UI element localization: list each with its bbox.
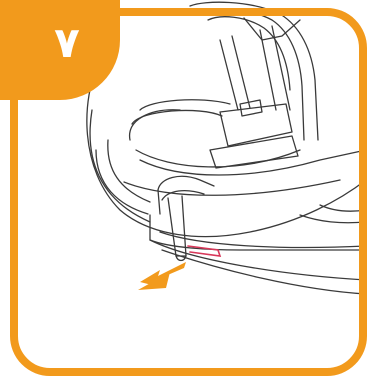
step-number: ٧	[42, 18, 92, 68]
